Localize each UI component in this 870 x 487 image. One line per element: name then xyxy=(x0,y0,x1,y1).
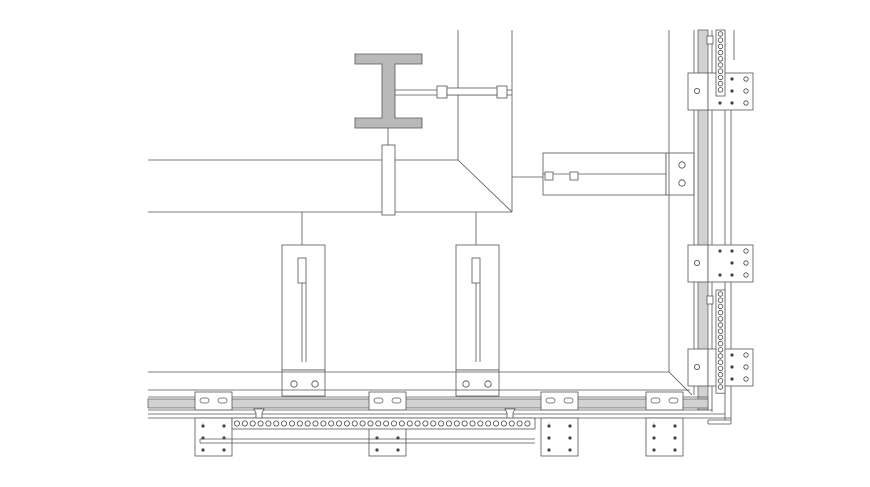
right-perforated-strips xyxy=(706,29,726,394)
right-brackets xyxy=(687,72,754,387)
strip-hole xyxy=(312,420,319,427)
strip-hole xyxy=(445,420,452,427)
strip-hole xyxy=(422,420,429,427)
bottom-bracket-3 xyxy=(540,391,579,457)
strip-hole xyxy=(430,420,437,427)
strip-hole xyxy=(343,420,350,427)
strip-hole xyxy=(351,420,358,427)
strip-hole xyxy=(359,420,366,427)
bottom-bracket-1 xyxy=(194,391,233,457)
strip-hole xyxy=(241,420,248,427)
strip-hole xyxy=(257,420,264,427)
right-strip-2 xyxy=(706,289,726,394)
strip-hole xyxy=(328,420,335,427)
strip-hole xyxy=(438,420,445,427)
bottom-perforated-strip xyxy=(199,408,536,444)
strip-hole xyxy=(516,420,523,427)
strip-hole xyxy=(461,420,468,427)
strip-hole xyxy=(320,420,327,427)
strip-hole xyxy=(281,420,288,427)
strip-hole xyxy=(524,420,531,427)
strip-hole xyxy=(375,420,382,427)
strip-hole xyxy=(406,420,413,427)
strip-hole xyxy=(493,420,500,427)
horizontal-box-beam xyxy=(148,30,513,213)
strip-hole xyxy=(336,420,343,427)
strip-hole xyxy=(304,420,311,427)
strip-hole xyxy=(500,420,507,427)
strip-hole xyxy=(233,420,240,427)
strip-hole xyxy=(367,420,374,427)
strip-hole xyxy=(453,420,460,427)
strip-hole xyxy=(383,420,390,427)
strip-hole xyxy=(273,420,280,427)
right-strip-1 xyxy=(706,29,726,97)
strip-hole xyxy=(485,420,492,427)
i-beam-section xyxy=(354,53,512,216)
strip-hole xyxy=(265,420,272,427)
strip-hole xyxy=(288,420,295,427)
right-bracket-1 xyxy=(687,72,754,111)
strip-hole xyxy=(477,420,484,427)
hanger-right xyxy=(455,212,500,397)
strip-hole xyxy=(398,420,405,427)
side-bracket xyxy=(512,152,695,196)
strip-hole xyxy=(249,420,256,427)
inner-frame xyxy=(148,30,693,396)
strip-hole xyxy=(296,420,303,427)
strip-hole xyxy=(414,420,421,427)
strip-hole xyxy=(469,420,476,427)
right-bracket-2 xyxy=(687,244,754,283)
hanger-left xyxy=(281,212,326,397)
bottom-brackets xyxy=(194,391,684,457)
strip-hole xyxy=(390,420,397,427)
bottom-bracket-4 xyxy=(645,391,684,457)
strip-hole xyxy=(508,420,515,427)
